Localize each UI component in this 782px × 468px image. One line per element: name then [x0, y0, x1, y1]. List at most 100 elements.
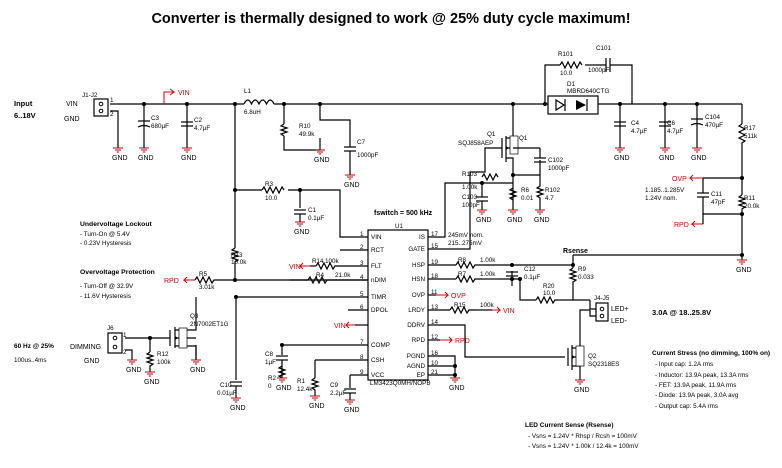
svg-text:R103: R103 [462, 171, 478, 178]
ground-label: GND [574, 387, 590, 394]
svg-text:511k: 511k [744, 133, 758, 140]
svg-text:VIN: VIN [178, 90, 190, 97]
ground-icon: GND [344, 174, 360, 189]
svg-text:L1: L1 [244, 88, 252, 95]
input-connector: J1-J2 VIN GND 1 2 [64, 92, 114, 123]
ic-pin-number: 10 [431, 360, 439, 367]
svg-text:J1-J2: J1-J2 [82, 92, 98, 99]
ic-pin-ovp: OVP [412, 292, 425, 299]
svg-text:R14: R14 [312, 258, 324, 265]
svg-text:6.8uH: 6.8uH [244, 109, 261, 116]
ground-icon: GND [181, 147, 197, 162]
svg-text:10.0: 10.0 [560, 70, 573, 77]
svg-text:VIN: VIN [503, 308, 515, 315]
resistor-r5: R5 3.01k [194, 271, 215, 291]
svg-text:- Turn-Off @ 32.9V: - Turn-Off @ 32.9V [80, 283, 134, 290]
svg-text:3.01k: 3.01k [199, 284, 215, 291]
ground-label: GND [190, 367, 206, 374]
ic-pin-number: 5 [360, 291, 364, 298]
mosfet-q2: Q2 SQ2318ES [567, 340, 620, 372]
svg-text:R1: R1 [297, 378, 306, 385]
ground-icon: GND [230, 397, 246, 412]
ic-pin-number: 17 [431, 231, 439, 238]
svg-text:R101: R101 [558, 51, 574, 58]
svg-text:R2: R2 [268, 375, 277, 382]
svg-text:2N7002ET1G: 2N7002ET1G [190, 321, 229, 328]
svg-text:- Diode: 13.9A peak, 3.0A avg: - Diode: 13.9A peak, 3.0A avg [655, 392, 739, 399]
svg-text:SQ2318ES: SQ2318ES [588, 361, 620, 368]
ground-label: GND [449, 385, 465, 392]
svg-text:1: 1 [110, 97, 114, 104]
ground-icon: GND [294, 221, 310, 236]
svg-text:U1: U1 [395, 223, 404, 230]
svg-text:2.2µF: 2.2µF [330, 390, 346, 397]
svg-text:RPD: RPD [164, 278, 179, 285]
vin-net-flag-r14: VIN [289, 262, 310, 271]
svg-text:OVP: OVP [672, 176, 687, 183]
svg-text:R10: R10 [299, 123, 311, 130]
resistor-r1: R1 12.4k [297, 377, 320, 396]
ground-label: GND [230, 405, 246, 412]
svg-text:C104: C104 [705, 114, 721, 121]
svg-text:R8: R8 [458, 257, 467, 264]
svg-text:21.0k: 21.0k [335, 272, 351, 279]
ic-pin-number: 12 [431, 334, 439, 341]
resistor-r8: R8 1.00k [455, 257, 496, 270]
svg-text:C2: C2 [194, 117, 203, 124]
ground-label: GND [138, 155, 154, 162]
svg-text:C8: C8 [265, 351, 274, 358]
svg-text:R6: R6 [521, 187, 530, 194]
resistor-r6: R6 0.01 [508, 187, 534, 210]
svg-text:- 11.6V Hysteresis: - 11.6V Hysteresis [80, 293, 131, 300]
resistor-r4: R4 21.0k [307, 272, 351, 285]
ground-icon: GND [309, 395, 325, 410]
svg-text:Q1: Q1 [487, 131, 496, 138]
svg-text:R3: R3 [265, 181, 274, 188]
ground-label: GND [344, 182, 360, 189]
ic-pin-vin: VIN [371, 234, 382, 241]
ground-icon: GND [144, 371, 160, 386]
svg-text:R12: R12 [157, 351, 169, 358]
svg-text:GND: GND [64, 116, 80, 123]
ground-icon: GND [659, 147, 675, 162]
ic-pin-number: 2 [360, 244, 364, 251]
cap-c3: C3 680µF [137, 115, 169, 130]
svg-text:C9: C9 [330, 382, 339, 389]
ground-icon: GND [314, 149, 330, 164]
svg-text:1: 1 [123, 332, 127, 339]
resistor-r103: R103 1.00k [462, 171, 499, 191]
ic-pin-number: 15 [431, 243, 439, 250]
inductor-l1: L1 6.8uH [243, 88, 275, 116]
led-rating: 3.0A @ 18..25.8V [652, 308, 711, 317]
ic-pin-vcc: VCC [371, 372, 385, 379]
svg-text:100k: 100k [157, 359, 172, 366]
ground-icon: GND [534, 209, 550, 224]
resistor-r15: R15 100k [449, 302, 495, 315]
svg-text:VIN: VIN [66, 101, 78, 108]
ic-u1: fswitch = 500 kHz U1 LM3423Q0MH/NOPB [367, 210, 433, 387]
svg-text:MBRD640CTG: MBRD640CTG [567, 88, 609, 95]
led-connector: J4-J5 LED+ LED- [589, 295, 629, 325]
svg-text:20.0k: 20.0k [744, 203, 760, 210]
ic-pin-rct: RCT [371, 247, 384, 254]
dimming-connector: J6 1 2 DIMMING GND [70, 325, 127, 365]
svg-text:R4: R4 [316, 272, 325, 279]
ground-icon: GND [476, 209, 492, 224]
svg-text:Q1: Q1 [519, 135, 528, 142]
svg-text:C7: C7 [357, 139, 366, 146]
ground-label: GND [344, 407, 360, 414]
ic-pin-number: 1 [360, 231, 364, 238]
svg-text:Undervoltage Lockout: Undervoltage Lockout [80, 221, 152, 228]
ground-label: GND [476, 217, 492, 224]
svg-text:C10: C10 [220, 382, 232, 389]
ground-label: GND [736, 267, 752, 274]
ic-pin-number: 4 [360, 274, 364, 281]
resistor-r14: R14 100k [312, 258, 340, 271]
ground-icon: GND [112, 147, 128, 162]
svg-text:- Inductor: 13.9A peak, 13.3A: - Inductor: 13.9A peak, 13.3A rms [655, 372, 748, 379]
svg-text:2: 2 [110, 111, 114, 118]
ground-label: GND [126, 367, 142, 374]
